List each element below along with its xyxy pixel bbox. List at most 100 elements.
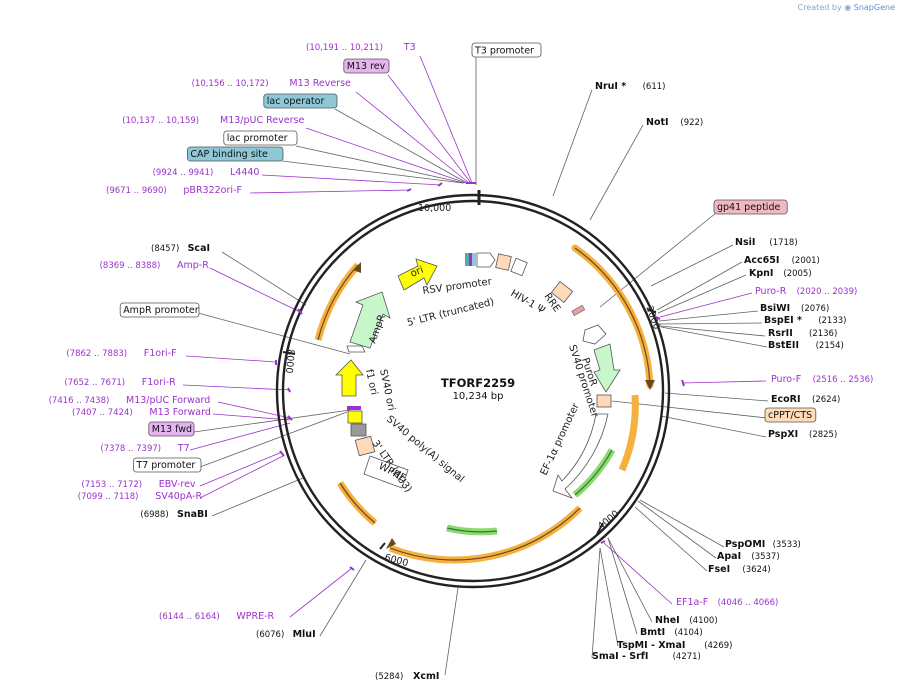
left-label-wpre-r: WPRE-R(6144 .. 6164) [159, 611, 275, 622]
feature-name: T7 [177, 443, 190, 454]
t3-promoter-box [471, 42, 542, 58]
right-label-apai: ApaI(3537) [717, 551, 780, 562]
right-label-fsei: FseI (3624) [708, 564, 771, 575]
feature-position: (7407 .. 7424) [72, 408, 133, 418]
label-box [223, 130, 298, 146]
feature-position: (611) [643, 82, 666, 92]
feature-position: (9671 .. 9690) [106, 186, 167, 196]
feature-position: (2020 .. 2039) [797, 287, 858, 297]
feature-position: (8369 .. 8388) [100, 261, 161, 271]
left-label-m13-reverse: M13 Reverse(10,156 .. 10,172) [192, 78, 351, 89]
feature-name: T7 promoter [135, 460, 195, 471]
feature-name: Puro-R [755, 286, 787, 297]
feature-position: (3624) [742, 565, 770, 575]
label-box [263, 93, 338, 109]
label-box [119, 302, 200, 318]
feature-name: EF1a-F [676, 597, 708, 608]
inner-features [335, 252, 621, 499]
snapgene-watermark: Created by ◉ SnapGene [798, 3, 895, 12]
right-label-nhei: NheI(4100) [655, 615, 718, 626]
feature-cap [465, 253, 469, 266]
label-box [148, 421, 195, 437]
right-label-rsrii: RsrII(2136) [768, 328, 837, 339]
left-label-ampr-promoter: AmpR promoter [119, 302, 200, 318]
feature-position: (7153 .. 7172) [81, 480, 142, 490]
feature-position: (10,191 .. 10,211) [306, 43, 383, 53]
feature-name: F1ori-F [144, 348, 177, 359]
amp-orange-arc-right-core [574, 247, 651, 386]
feature-name: BmtI [640, 627, 665, 638]
watermark-created-by: Created by [797, 3, 842, 12]
sv40-ori-label: SV40 ori [377, 368, 397, 411]
left-label-snabi: SnaBI(6988) [140, 509, 207, 520]
rsv-promoter-arrow [476, 252, 496, 268]
feature-position: (2154) [816, 341, 844, 351]
right-label-noti: NotI(922) [646, 117, 703, 128]
left-label-lac-operator: lac operator [263, 93, 338, 109]
left-label-mlui: MluI(6076) [256, 629, 316, 640]
feature-name: NruI * [595, 81, 626, 92]
left-label-t3: T3(10,191 .. 10,211) [306, 42, 416, 53]
feature-position: (6144 .. 6164) [159, 612, 220, 622]
right-label-nsii: NsiI(1718) [735, 237, 798, 248]
right-label-gp41-peptide: gp41 peptide [713, 199, 788, 215]
feature-primer-block [469, 253, 472, 266]
ampr-arrow [349, 291, 391, 349]
5ltr-label: 5' LTR (truncated) [406, 297, 495, 329]
feature-name: M13/pUC Forward [126, 395, 210, 406]
right-label-puro-r: Puro-R (2020 .. 2039) [755, 286, 857, 297]
psi-feature [510, 257, 528, 277]
feature-name: M13/pUC Reverse [220, 115, 304, 126]
sv40-ori-feature [347, 410, 363, 424]
left-label-f1ori-f: F1ori-F(7862 .. 7883) [66, 348, 176, 359]
right-label-nrui-: NruI * (611) [595, 81, 665, 92]
left-label-scai: ScaI(8457) [151, 243, 210, 254]
backbone-inner-circle [281, 199, 665, 583]
rsv-promoter-label: RSV promoter [422, 276, 493, 297]
outer-feature-arcs [314, 244, 655, 564]
cppt-feature [596, 394, 612, 408]
ori-label: ori [409, 265, 425, 280]
right-label-tspmi-xmai: TspMI - XmaI(4269) [617, 640, 732, 651]
snapgene-logo-icon: ◉ [844, 3, 852, 12]
green-arc-ef1a-core [574, 449, 613, 496]
feature-name: BspEI * [764, 315, 802, 326]
orange-arc-right-lower [618, 394, 639, 472]
right-label-puro-f: Puro-F(2516 .. 2536) [771, 374, 873, 385]
t3-promoter-label: T3 promoter [474, 46, 534, 57]
label-box [713, 199, 788, 215]
left-label-t7: T7(7378 .. 7397) [100, 443, 189, 454]
left-label-t7-promoter: T7 promoter [132, 457, 202, 473]
feature-name: cPPT/CTS [768, 410, 812, 421]
sv40-polya-feature [350, 423, 367, 437]
sv40-promoter-arrow [582, 324, 607, 345]
tick-6000 [379, 542, 386, 550]
feature-name: NotI [646, 117, 669, 128]
left-label-f1ori-r: F1ori-R(7652 .. 7671) [64, 377, 176, 388]
feature-name: M13 rev [347, 61, 386, 72]
3ltr-feature [354, 435, 376, 457]
feature-name: Acc65I [744, 255, 779, 266]
right-label-bsteii: BstEII(2154) [768, 340, 844, 351]
plasmid-name: TFORF2259 [441, 376, 515, 390]
feature-position: (8457) [151, 244, 179, 254]
feature-name: RsrII [768, 328, 793, 339]
feature-name: SnaBI [177, 509, 208, 520]
feature-name: Amp-R [177, 260, 209, 271]
left-label-m13-forward: M13 Forward(7407 .. 7424) [72, 407, 211, 418]
feature-position: (2825) [809, 430, 837, 440]
right-label-smai-srfi: SmaI - SrfI(4271) [592, 651, 701, 662]
tick-2000 [647, 309, 657, 313]
rre-feature [550, 280, 574, 304]
feature-name: M13 fwd [152, 424, 192, 435]
feature-position: (4104) [674, 628, 702, 638]
feature-name: lac operator [267, 96, 325, 107]
feature-position: (4271) [673, 652, 701, 662]
right-label-pspomi: PspOMI(3533) [725, 539, 801, 550]
feature-name: AmpR promoter [123, 305, 199, 316]
orange-arc-left-low [337, 481, 378, 526]
feature-name: FseI [708, 564, 730, 575]
green-arc-bottom-core [446, 527, 498, 533]
right-label-bsiwi: BsiWI(2076) [760, 303, 829, 314]
